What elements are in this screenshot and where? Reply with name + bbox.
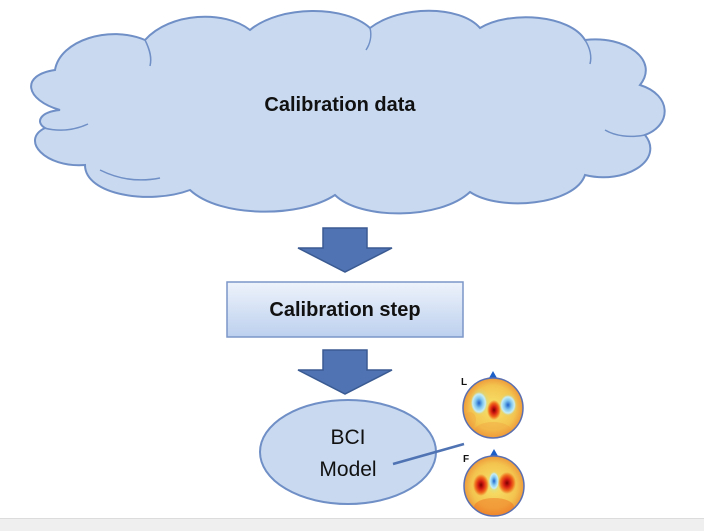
topomap-f: F: [463, 449, 525, 517]
cloud-shape: [30, 9, 666, 215]
cloud-label: Calibration data: [264, 94, 416, 116]
topomap-l-label: L: [461, 377, 467, 388]
calibration-data-cloud: Calibration data: [30, 9, 666, 215]
calibration-step-label: Calibration step: [269, 299, 420, 321]
bci-model-line-1: BCI: [330, 426, 365, 449]
bottom-edge-bar: [0, 518, 704, 531]
bci-model-line-2: Model: [319, 458, 376, 481]
topomap-f-label: F: [463, 454, 469, 465]
down-arrow-1: [297, 227, 393, 273]
down-arrow-2: [297, 349, 393, 395]
topomap-l: L: [461, 371, 524, 439]
bci-model-node: BCI Model: [259, 399, 437, 505]
model-connector-line: [392, 442, 465, 466]
calibration-step-box: Calibration step: [226, 281, 464, 338]
